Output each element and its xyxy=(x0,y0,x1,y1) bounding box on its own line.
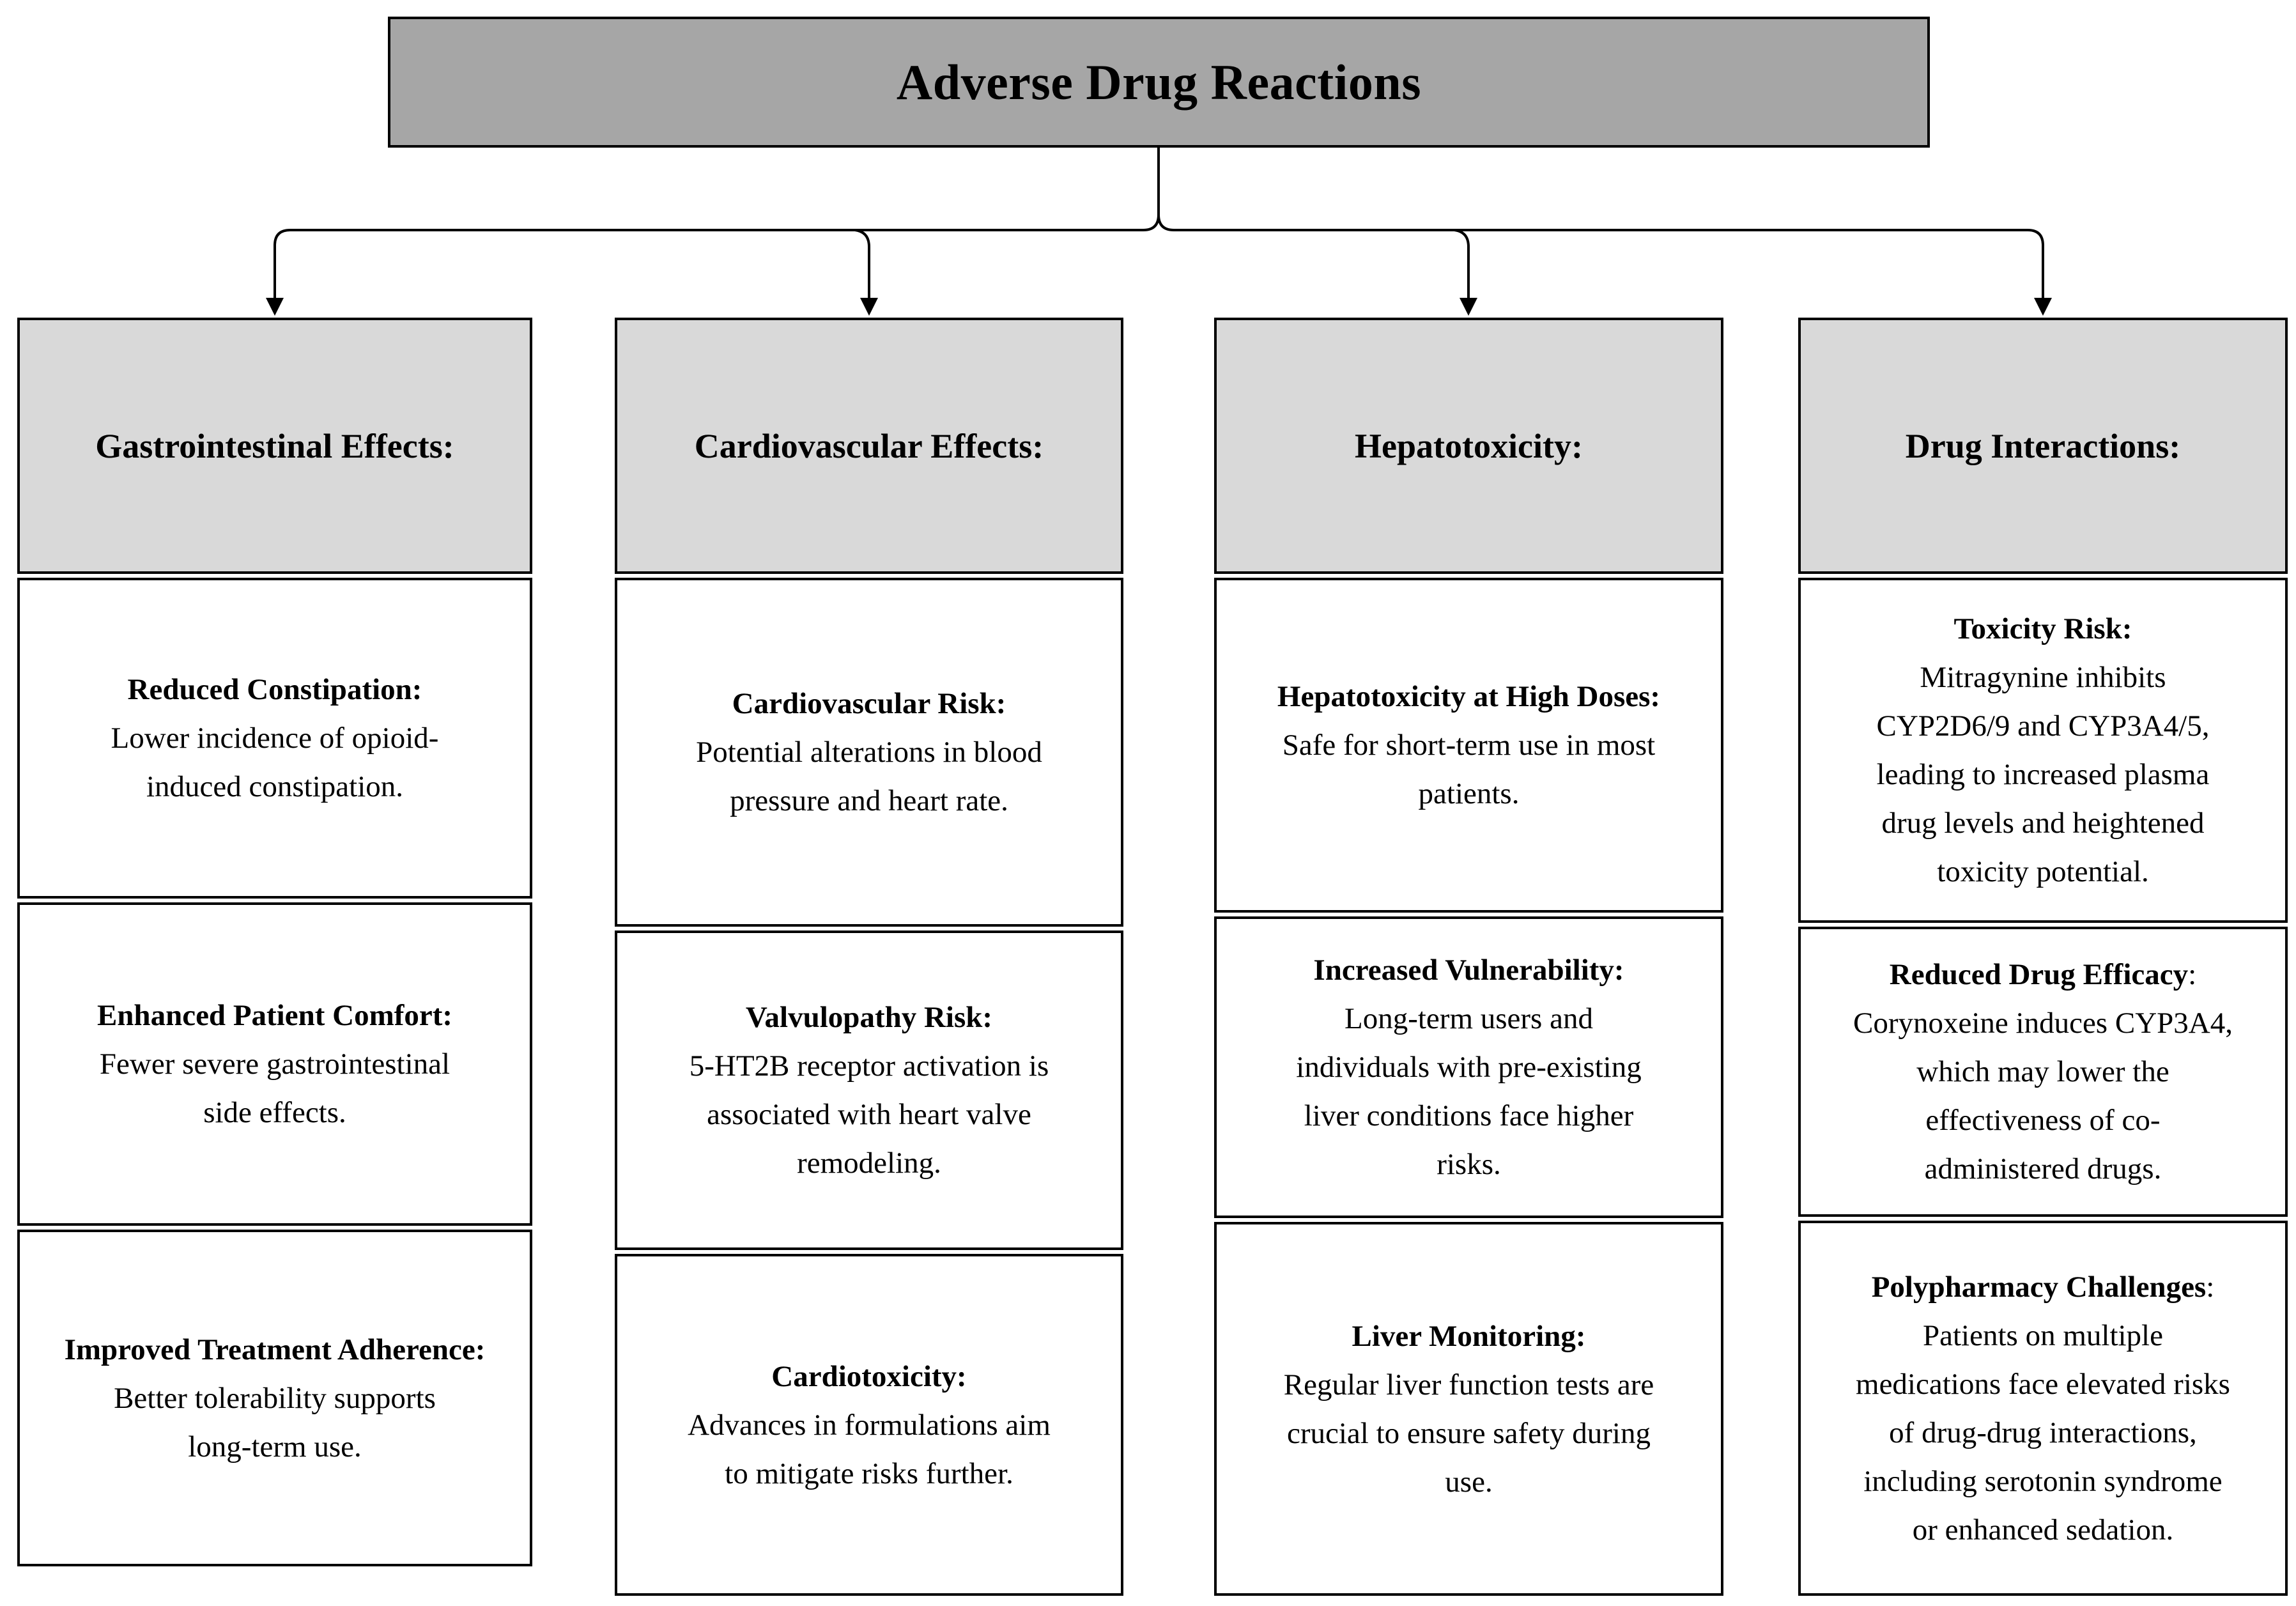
column-header-cardiovascular-effects: Cardiovascular Effects: xyxy=(615,318,1123,574)
arrowhead-icon xyxy=(860,298,878,316)
cell-title-text: Enhanced Patient Comfort: xyxy=(96,999,453,1032)
column-header-drug-interactions: Drug Interactions: xyxy=(1798,318,2288,574)
cell-title: Improved Treatment Adherence: xyxy=(65,1325,486,1374)
cell-title: Cardiovascular Risk: xyxy=(732,679,1006,728)
cell-liver-monitoring: Liver Monitoring: Regular liver function… xyxy=(1214,1222,1723,1596)
cell-body: Long-term users and individuals with pre… xyxy=(1296,1002,1642,1181)
connector-line-left xyxy=(274,148,1160,299)
cell-title-text: Reduced Constipation: xyxy=(127,673,422,706)
cell-hepatotoxicity-at-high-doses: Hepatotoxicity at High Doses: Safe for s… xyxy=(1214,578,1723,913)
connector-drop-3 xyxy=(1454,229,1470,299)
cell-toxicity-risk: Toxicity Risk: Mitragynine inhibits CYP2… xyxy=(1798,578,2288,923)
cell-cardiotoxicity: Cardiotoxicity: Advances in formulations… xyxy=(615,1254,1123,1596)
cell-title: Valvulopathy Risk: xyxy=(746,993,992,1042)
arrowhead-icon xyxy=(266,298,284,316)
cell-body: Regular liver function tests are crucial… xyxy=(1283,1368,1654,1499)
connector-drop-2 xyxy=(854,229,870,299)
cell-body: 5-HT2B receptor activation is associated… xyxy=(689,1049,1049,1180)
cell-reduced-constipation: Reduced Constipation: Lower incidence of… xyxy=(17,578,532,899)
cell-title-text: Reduced Drug Efficacy xyxy=(1889,958,2189,991)
cell-body: Fewer severe gastrointestinal side effec… xyxy=(99,1047,451,1129)
cell-body: Advances in formulations aim to mitigate… xyxy=(688,1408,1051,1490)
cell-polypharmacy-challenges: Polypharmacy Challenges: Patients on mul… xyxy=(1798,1221,2288,1596)
cell-title-text: Polypharmacy Challenges xyxy=(1871,1270,2207,1304)
cell-reduced-drug-efficacy: Reduced Drug Efficacy: Corynoxeine induc… xyxy=(1798,927,2288,1217)
cell-title-tail: : xyxy=(2188,958,2197,991)
column-header-gastrointestinal-effects: Gastrointestinal Effects: xyxy=(17,318,532,574)
cell-cardiovascular-risk: Cardiovascular Risk: Potential alteratio… xyxy=(615,578,1123,927)
cell-title: Enhanced Patient Comfort: xyxy=(97,991,452,1040)
connector-line-right xyxy=(1157,148,2044,299)
cell-title-text: Toxicity Risk: xyxy=(1953,612,2132,645)
cell-valvulopathy-risk: Valvulopathy Risk: 5-HT2B receptor activ… xyxy=(615,930,1123,1250)
cell-body: Potential alterations in blood pressure … xyxy=(696,736,1042,817)
cell-title-tail: : xyxy=(2206,1270,2215,1304)
arrowhead-icon xyxy=(2034,298,2052,316)
cell-title: Toxicity Risk: xyxy=(1954,605,2132,653)
cell-title-text: Valvulopathy Risk: xyxy=(745,1001,993,1034)
cell-increased-vulnerability: Increased Vulnerability: Long-term users… xyxy=(1214,916,1723,1218)
cell-title: Polypharmacy Challenges: xyxy=(1872,1263,2215,1311)
cell-improved-treatment-adherence: Improved Treatment Adherence: Better tol… xyxy=(17,1230,532,1566)
arrowhead-icon xyxy=(1460,298,1477,316)
cell-title: Reduced Drug Efficacy: xyxy=(1890,950,2196,999)
cell-body: Mitragynine inhibits CYP2D6/9 and CYP3A4… xyxy=(1876,661,2210,888)
cell-body: Patients on multiple medications face el… xyxy=(1856,1318,2230,1547)
cell-title-text: Hepatotoxicity at High Doses: xyxy=(1277,680,1661,713)
cell-enhanced-patient-comfort: Enhanced Patient Comfort: Fewer severe g… xyxy=(17,902,532,1226)
cell-title-text: Improved Treatment Adherence: xyxy=(64,1332,486,1366)
cell-title: Increased Vulnerability: xyxy=(1313,946,1624,994)
cell-body: Better tolerability supports long-term u… xyxy=(114,1381,436,1463)
cell-title: Cardiotoxicity: xyxy=(771,1352,966,1401)
cell-body: Corynoxeine induces CYP3A4, which may lo… xyxy=(1853,1007,2233,1185)
cell-title: Liver Monitoring: xyxy=(1352,1312,1586,1361)
cell-body: Lower incidence of opioid- induced const… xyxy=(111,722,439,803)
root-title-box: Adverse Drug Reactions xyxy=(388,17,1930,148)
cell-title-text: Increased Vulnerability: xyxy=(1313,954,1624,987)
cell-title-text: Cardiotoxicity: xyxy=(771,1359,967,1393)
cell-title-text: Cardiovascular Risk: xyxy=(732,687,1006,720)
cell-body: Safe for short-term use in most patients… xyxy=(1282,729,1656,810)
cell-title-text: Liver Monitoring: xyxy=(1352,1319,1586,1353)
column-header-hepatotoxicity: Hepatotoxicity: xyxy=(1214,318,1723,574)
cell-title: Reduced Constipation: xyxy=(128,665,422,714)
cell-title: Hepatotoxicity at High Doses: xyxy=(1277,672,1660,721)
